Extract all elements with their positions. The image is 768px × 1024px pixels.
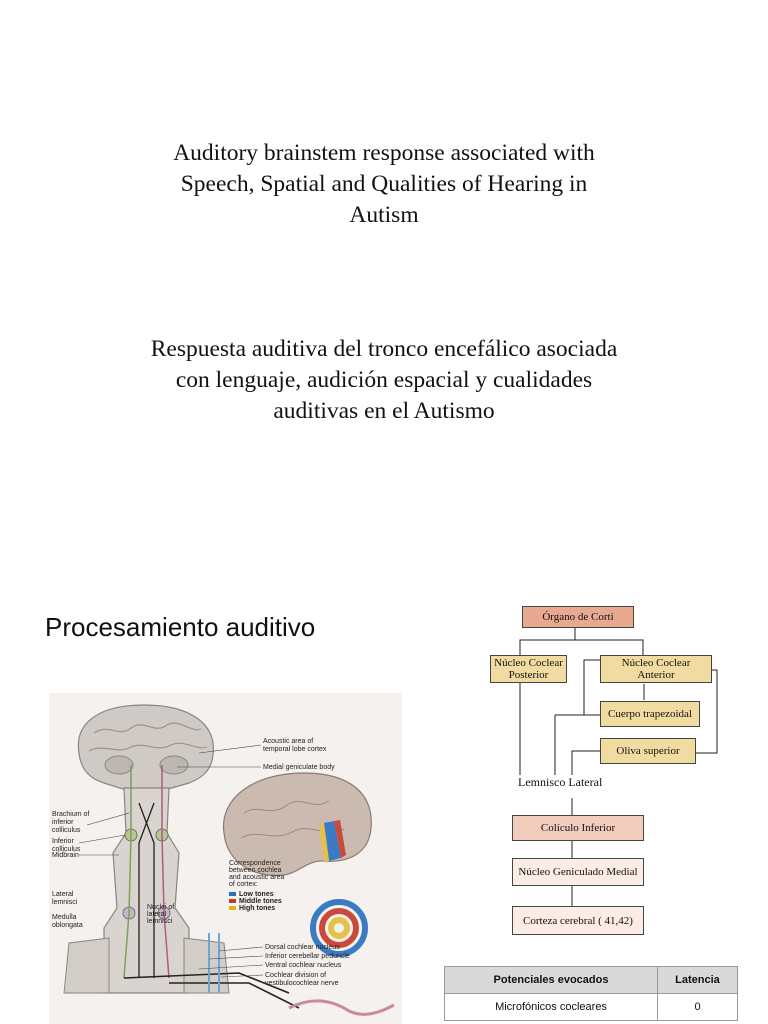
node-coliculo-inferior: Colículo Inferior: [512, 815, 644, 841]
label-lemnisco-lateral: Lemnisco Lateral: [518, 775, 603, 789]
label-nuclei-lateral: Nuclei of lateral lemnisci: [147, 904, 176, 925]
title-english-line: Autism: [349, 202, 419, 228]
label-brachium: Brachium of inferior colliculus: [52, 811, 91, 834]
node-geniculado-medial: Núcleo Geniculado Medial: [512, 858, 644, 886]
table-row: Microfónicos cocleares 0: [444, 993, 738, 1021]
label-inferior-colliculus: Inferior colliculus: [52, 838, 81, 853]
brainstem: [103, 787, 190, 994]
label-cochlear-division: Cochlear division of vestibulocochlear n…: [265, 972, 339, 987]
table-cell: 0: [657, 993, 738, 1021]
label-high-tones: High tones: [239, 905, 275, 912]
label-middle-tones: Middle tones: [239, 898, 282, 905]
node-text: Posterior: [508, 669, 549, 681]
table-header-row: Potenciales evocados Latencia: [444, 966, 738, 994]
node-cuerpo-trapezoidal: Cuerpo trapezoidal: [600, 701, 700, 727]
label-medial-geniculate: Medial geniculate body: [263, 764, 335, 771]
table-header-potenciales: Potenciales evocados: [444, 966, 658, 994]
node-oliva-superior: Oliva superior: [600, 738, 696, 764]
title-english: Auditory brainstem response associated w…: [0, 138, 768, 231]
title-spanish-line: auditivas en el Autismo: [273, 398, 495, 424]
title-english-line: Auditory brainstem response associated w…: [173, 140, 595, 166]
label-dorsal-cochlear: Dorsal cochlear nucleus: [265, 944, 340, 951]
table-header-latencia: Latencia: [657, 966, 738, 994]
label-ventral-cochlear: Ventral cochlear nucleus: [265, 962, 342, 969]
node-text: Anterior: [637, 669, 675, 681]
auditory-pathway-illustration: Acoustic area of temporal lobe cortex Me…: [49, 693, 402, 1024]
section-title: Procesamiento auditivo: [45, 612, 316, 642]
title-english-line: Speech, Spatial and Qualities of Hearing…: [180, 171, 588, 197]
flowchart-connectors: [519, 628, 718, 906]
label-acoustic-area: Acoustic area of temporal lobe cortex: [263, 738, 327, 753]
title-spanish-line: con lenguaje, audición espacial y cualid…: [175, 367, 593, 393]
auditory-pathway-flowchart: Órgano de Corti Núcleo Coclear Posterior…: [480, 600, 740, 945]
auditory-pathway-svg: Acoustic area of temporal lobe cortex Me…: [52, 704, 395, 1016]
node-organo-corti: Órgano de Corti: [522, 606, 634, 628]
label-medulla: Medulla oblongata: [52, 914, 83, 929]
node-nucleo-posterior: Núcleo Coclear Posterior: [490, 655, 567, 683]
title-spanish-line: Respuesta auditiva del tronco encefálico…: [150, 336, 618, 362]
label-midbrain: Midbrain: [52, 852, 79, 859]
latency-table: Potenciales evocados Latencia Microfónic…: [444, 966, 738, 1021]
label-inf-cerebellar: Inferior cerebellar peduncle: [265, 953, 350, 960]
node-text: Núcleo Coclear: [494, 657, 563, 669]
node-corteza-cerebral: Corteza cerebral ( 41,42): [512, 906, 644, 935]
node-nucleo-anterior: Núcleo Coclear Anterior: [600, 655, 712, 683]
label-low-tones: Low tones: [239, 891, 274, 898]
table-cell: Microfónicos cocleares: [444, 993, 658, 1021]
node-text: Núcleo Coclear: [621, 657, 691, 669]
label-correspondence: Correspondence between cochlea and acous…: [229, 860, 286, 888]
label-lateral-lemniscus: Lateral lemnisci: [52, 891, 78, 906]
title-spanish: Respuesta auditiva del tronco encefálico…: [0, 334, 768, 427]
